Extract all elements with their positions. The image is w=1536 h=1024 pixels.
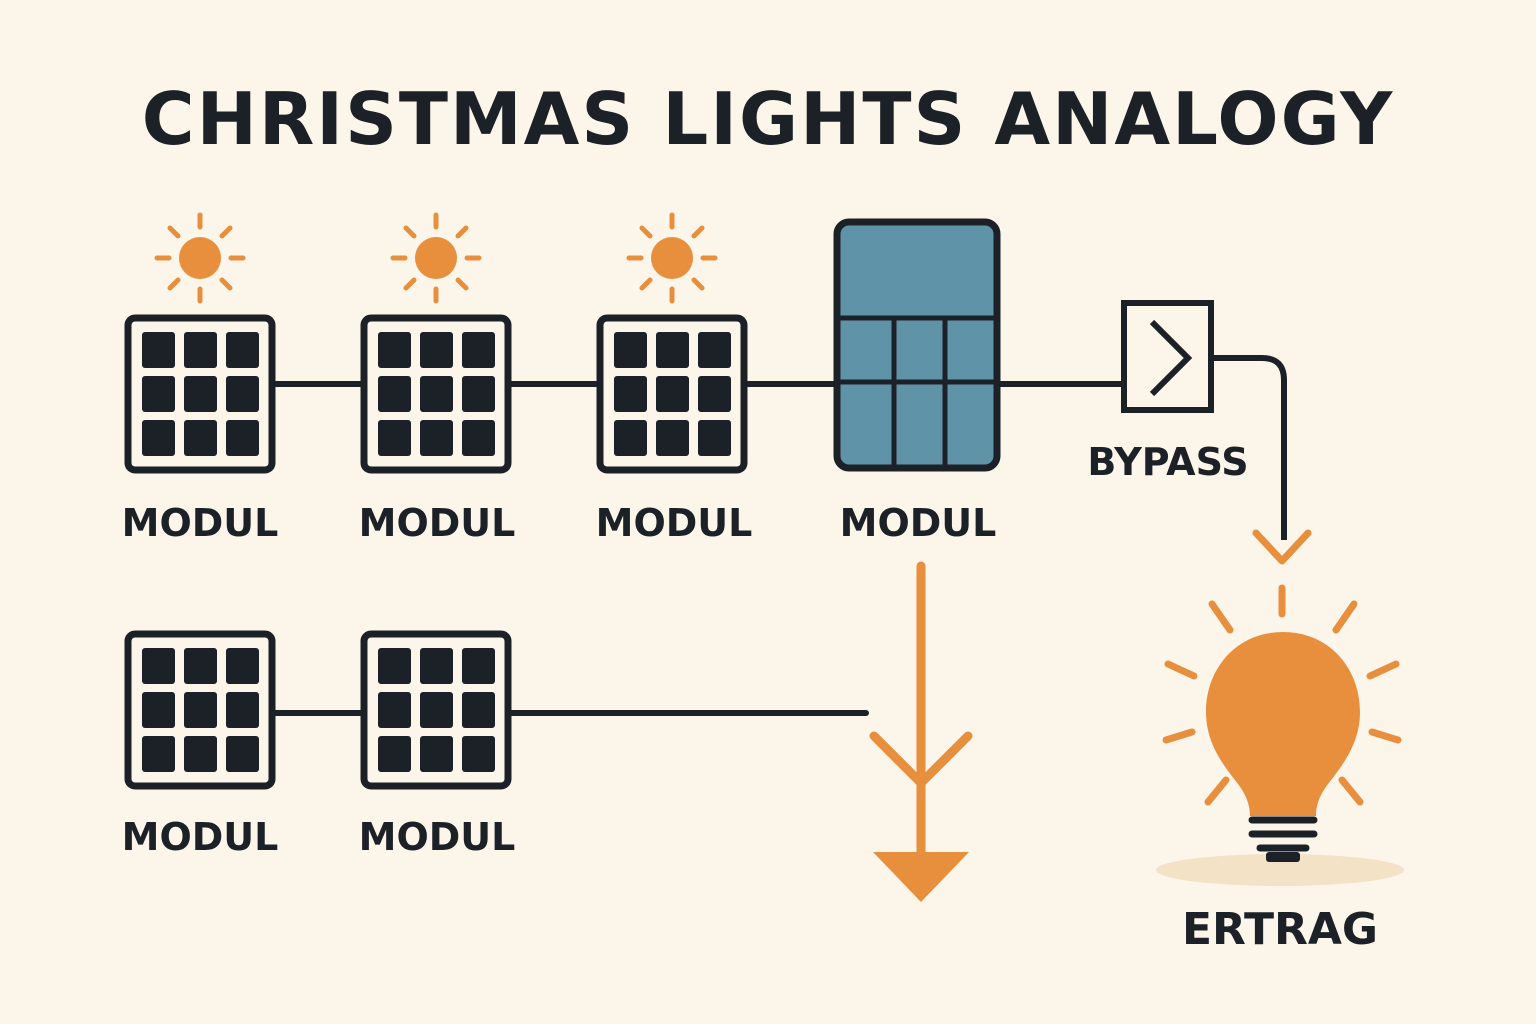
page-title: CHRISTMAS LIGHTS ANALOGY <box>142 77 1395 161</box>
solar-panel-icon <box>360 630 512 790</box>
module-label: MODUL <box>122 501 279 545</box>
top-string-wires <box>272 355 1287 540</box>
sun-icon <box>390 212 482 304</box>
solar-panel-icon <box>360 314 512 474</box>
solar-panel-icon <box>596 314 748 474</box>
module-label: MODUL <box>122 815 279 859</box>
module-label: MODUL <box>596 501 753 545</box>
solar-panel-icon <box>124 314 276 474</box>
arrow-down-icon <box>869 561 973 871</box>
solar-panel-icon <box>124 630 276 790</box>
output-label: ERTRAG <box>1182 904 1378 955</box>
bypass-diode-icon <box>1121 300 1214 413</box>
sun-icon <box>626 212 718 304</box>
arrow-head-icon <box>873 852 969 902</box>
module-label: MODUL <box>359 815 516 859</box>
bypass-label: BYPASS <box>1087 440 1248 484</box>
arrow-down-icon <box>1252 529 1312 565</box>
light-bulb-icon <box>1156 584 1404 886</box>
module-label: MODUL <box>359 501 516 545</box>
module-label: MODUL <box>840 501 997 545</box>
shaded-solar-panel-icon <box>833 218 1001 472</box>
sun-icon <box>154 212 246 304</box>
